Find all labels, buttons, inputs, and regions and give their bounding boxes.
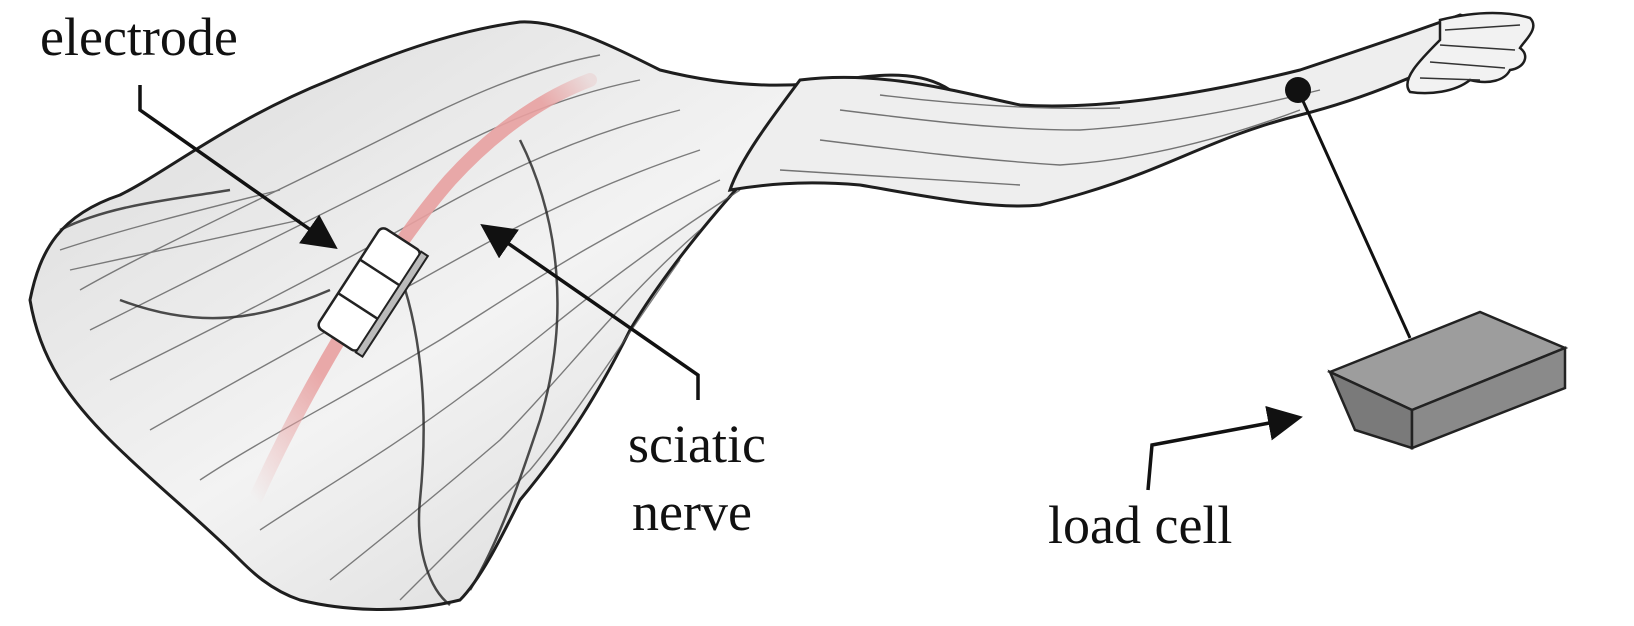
sciatic-label-line1: sciatic: [628, 414, 766, 474]
load-cell-leader-arrow: [1148, 418, 1296, 490]
load-cell-label: load cell: [1048, 495, 1232, 555]
load-cell: [1330, 312, 1565, 448]
foot: [1407, 13, 1533, 93]
lower-leg: [730, 15, 1477, 206]
attachment-point: [1285, 77, 1311, 103]
electrode-label: electrode: [40, 7, 238, 67]
sciatic-label-line2: nerve: [632, 482, 752, 542]
load-cell-string: [1298, 90, 1410, 338]
